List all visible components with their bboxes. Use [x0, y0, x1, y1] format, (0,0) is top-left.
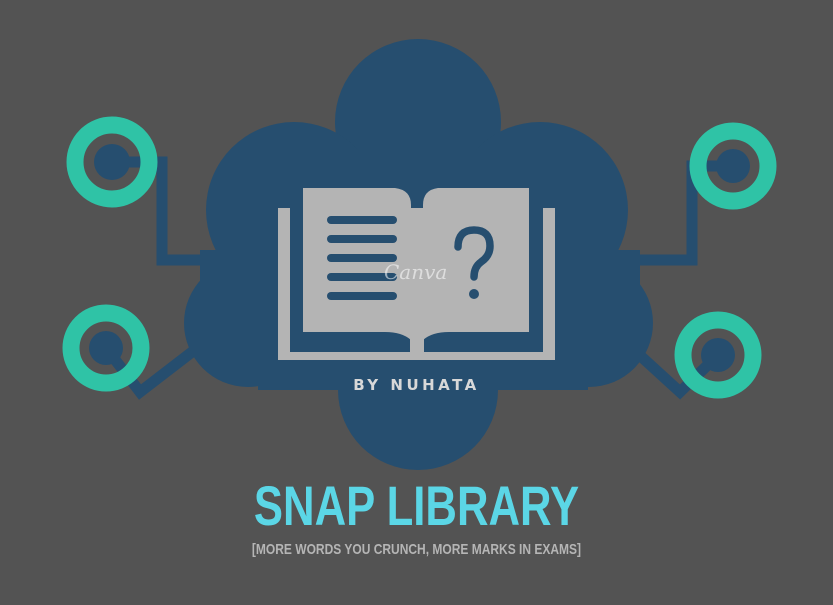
- circuit-lines: [98, 156, 739, 400]
- logo-tagline: [MORE WORDS YOU CRUNCH, MORE MARKS IN EX…: [251, 541, 582, 558]
- circuit-node-icon: [689, 122, 777, 210]
- circuit-node-icon: [674, 311, 762, 399]
- circuit-node-icon: [62, 304, 150, 392]
- question-mark-icon: [454, 226, 494, 299]
- byline: BY NUHATA: [353, 376, 480, 394]
- open-book-icon: [278, 188, 555, 360]
- logo-title: SNAP LIBRARY: [253, 474, 580, 537]
- circuit-line-top-left: [106, 156, 236, 266]
- watermark: Canva: [384, 260, 448, 284]
- circuit-line-bottom-left: [98, 340, 200, 400]
- circuit-nodes: [62, 116, 777, 399]
- cloud-icon: [184, 39, 653, 470]
- circuit-node-icon: [66, 116, 158, 208]
- circuit-line-top-right: [594, 160, 739, 266]
- book-text-lines: [327, 216, 397, 300]
- circuit-line-bottom-right: [637, 347, 726, 400]
